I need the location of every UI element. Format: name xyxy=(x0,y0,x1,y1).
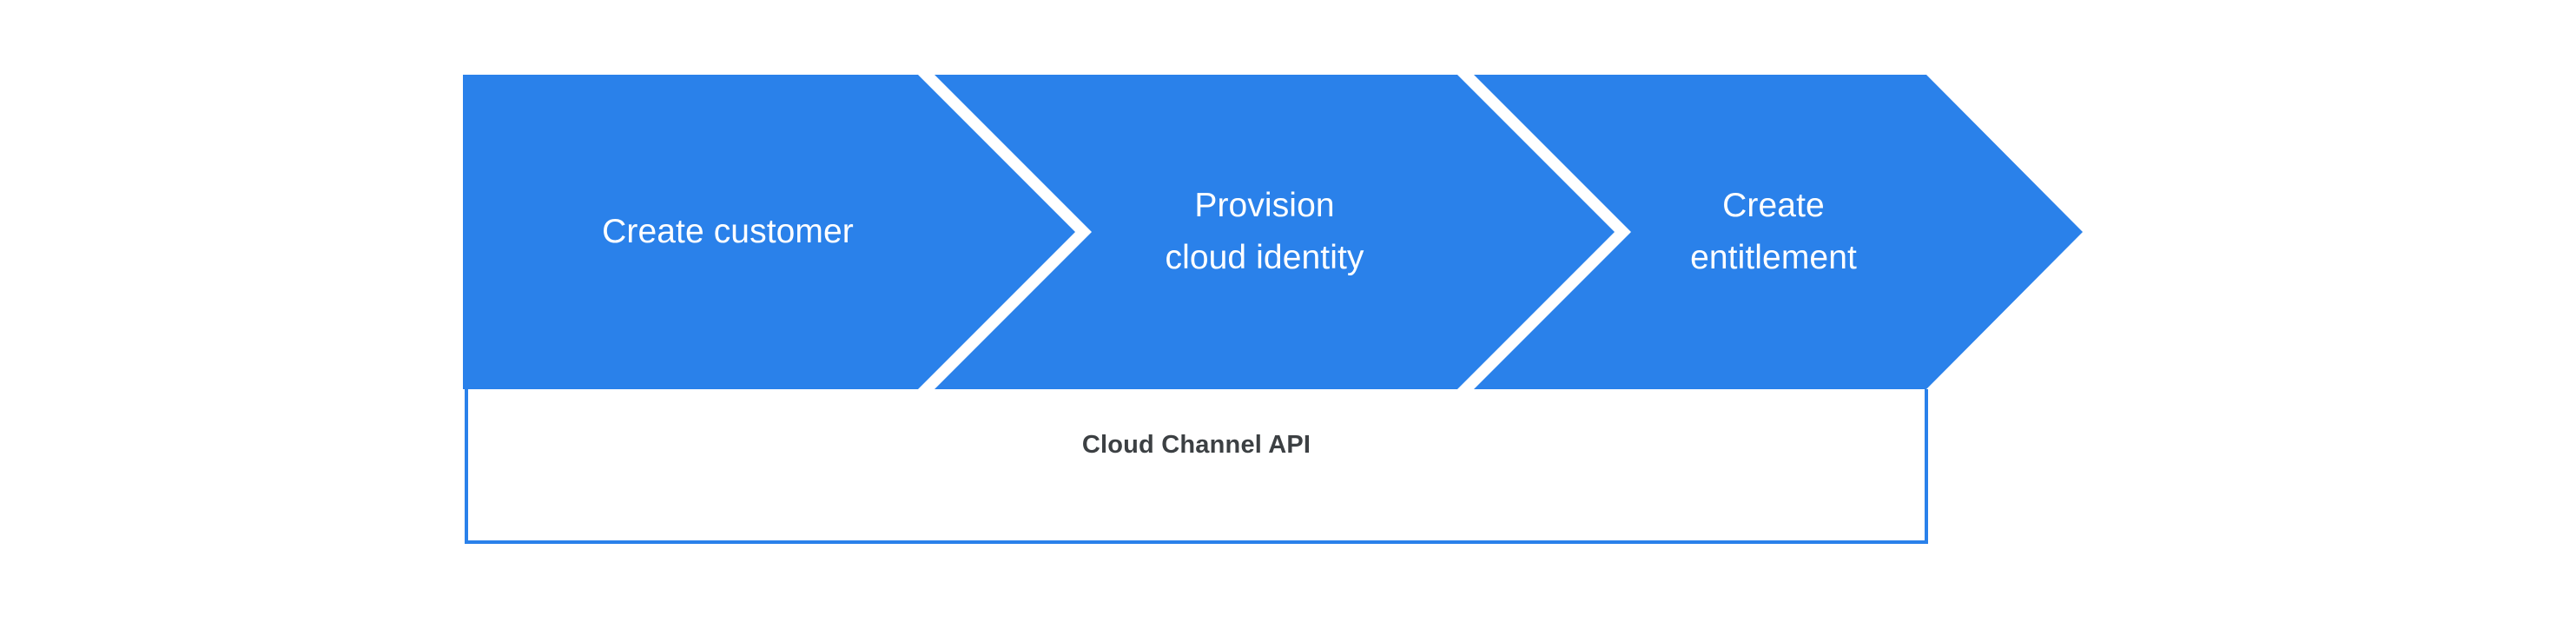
chevron-shape-create-entitlement[interactable] xyxy=(1474,75,2083,389)
chevron-shape-provision-cloud-identity[interactable] xyxy=(935,75,1615,389)
chevron-shape-create-customer[interactable] xyxy=(463,75,1075,389)
cloud-channel-api-label: Cloud Channel API xyxy=(1081,430,1311,459)
cloud-channel-api-band[interactable]: Cloud Channel API xyxy=(465,389,1928,544)
